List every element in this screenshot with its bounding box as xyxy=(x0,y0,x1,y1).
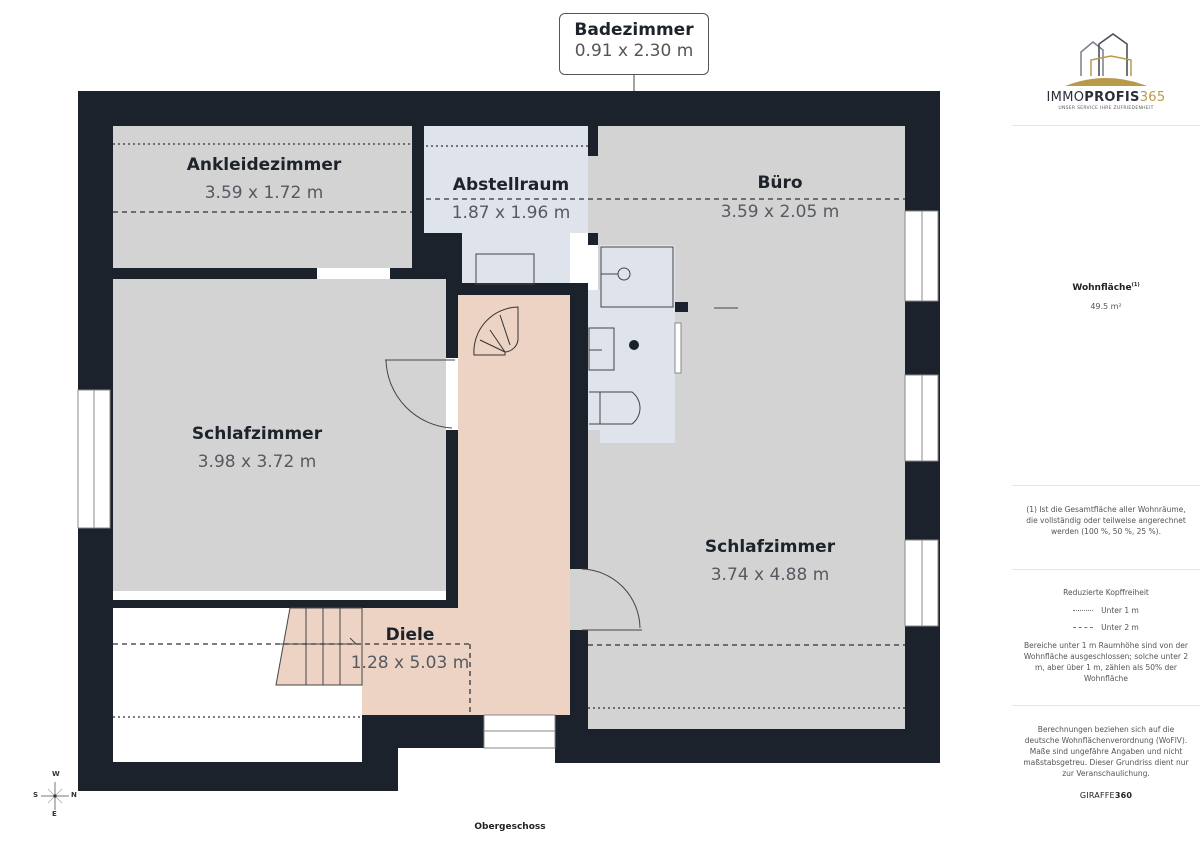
logo-part3: 365 xyxy=(1139,90,1166,105)
logo-tagline: UNSER SERVICE IHRE ZUFRIEDENHEIT xyxy=(1058,106,1154,111)
brand-part1: GIRAFFE xyxy=(1079,791,1115,800)
floor-plan-area: Ankleidezimmer 3.59 x 1.72 m Abstellraum… xyxy=(32,0,1013,848)
legend-label: Unter 2 m xyxy=(1101,623,1139,632)
headroom-legend: Reduzierte Kopffreiheit Unter 1 m Unter … xyxy=(1012,570,1200,706)
room-dims: 3.59 x 1.72 m xyxy=(205,183,324,203)
dashed-line-icon xyxy=(1073,627,1094,628)
room-labels: Ankleidezimmer 3.59 x 1.72 m Abstellraum… xyxy=(187,155,840,673)
dotted-line-icon xyxy=(1073,610,1094,611)
legend-note: Bereiche unter 1 m Raumhöhe sind von der… xyxy=(1023,641,1189,683)
spiral-stair-icon xyxy=(473,306,519,356)
room-name: Schlafzimmer xyxy=(192,424,323,444)
living-area-section: Wohnfläche(1) 49.5 m² xyxy=(1012,126,1200,486)
room-diele xyxy=(458,295,570,715)
legend-item-dotted: Unter 1 m xyxy=(1012,606,1200,615)
room-dims: 3.98 x 3.72 m xyxy=(198,452,317,472)
logo-part2: PROFIS xyxy=(1084,90,1140,105)
stair-icon xyxy=(275,607,363,686)
compass-w: W xyxy=(52,770,60,778)
logo-wordmark: IMMOPROFIS365 xyxy=(1012,90,1200,105)
compass-s: S xyxy=(33,791,39,799)
headroom-lines xyxy=(113,143,905,718)
brand-part2: 360 xyxy=(1114,791,1133,800)
windows xyxy=(77,210,939,749)
bathroom-fixtures xyxy=(475,246,674,425)
room-name: Ankleidezimmer xyxy=(187,155,342,175)
area-footnote: (1) Ist die Gesamtfläche aller Wohnräume… xyxy=(1026,505,1186,536)
doors xyxy=(385,307,738,631)
legend-title: Reduzierte Kopffreiheit xyxy=(1063,588,1149,597)
room-name: Diele xyxy=(386,625,435,645)
floor-plan-drawing: Ankleidezimmer 3.59 x 1.72 m Abstellraum… xyxy=(77,75,940,791)
room-abstellraum xyxy=(424,126,588,233)
room-abstellraum-lower xyxy=(462,233,570,283)
houses-logo-icon xyxy=(1065,33,1147,86)
giraffe360-brand: GIRAFFE360 xyxy=(1012,791,1200,800)
compass: W S N E xyxy=(32,770,82,820)
room-dims: 1.87 x 1.96 m xyxy=(452,203,571,223)
living-area-label: Wohnfläche xyxy=(1072,283,1132,293)
room-dims: 3.74 x 4.88 m xyxy=(711,565,830,585)
room-schlafzimmer-left xyxy=(113,279,446,591)
logo-part1: IMMO xyxy=(1046,90,1085,105)
logo-section: IMMOPROFIS365 UNSER SERVICE IHRE ZUFRIED… xyxy=(1012,0,1200,126)
living-area-value: 49.5 m² xyxy=(1090,302,1122,311)
room-dims: 3.59 x 2.05 m xyxy=(721,202,840,222)
info-sidebar: IMMOPROFIS365 UNSER SERVICE IHRE ZUFRIED… xyxy=(1012,0,1200,848)
area-note-section: (1) Ist die Gesamtfläche aller Wohnräume… xyxy=(1012,486,1200,570)
legend-item-dashed: Unter 2 m xyxy=(1012,623,1200,632)
badezimmer-callout: Badezimmer 0.91 x 2.30 m xyxy=(559,13,709,75)
bathroom-callout-dot xyxy=(629,340,639,350)
room-name: Büro xyxy=(757,173,802,193)
footnote-mark: (1) xyxy=(1131,282,1140,288)
floor-label: Obergeschoss xyxy=(474,822,546,832)
calculation-note: Berechnungen beziehen sich auf die deuts… xyxy=(1023,725,1189,778)
room-name: Abstellraum xyxy=(453,175,569,195)
compass-e: E xyxy=(52,810,57,818)
living-area-title: Wohnfläche(1) xyxy=(1012,282,1200,293)
callout-room-name: Badezimmer xyxy=(574,20,694,40)
callout-room-dims: 0.91 x 2.30 m xyxy=(574,41,694,61)
compass-n: N xyxy=(71,791,77,799)
company-logo: IMMOPROFIS365 UNSER SERVICE IHRE ZUFRIED… xyxy=(1012,30,1200,111)
compass-rose-icon xyxy=(41,782,69,810)
room-ankleidezimmer xyxy=(113,126,412,268)
calculation-note-section: Berechnungen beziehen sich auf die deuts… xyxy=(1012,706,1200,846)
room-name: Schlafzimmer xyxy=(705,537,836,557)
legend-label: Unter 1 m xyxy=(1101,606,1139,615)
room-dims: 1.28 x 5.03 m xyxy=(351,653,470,673)
